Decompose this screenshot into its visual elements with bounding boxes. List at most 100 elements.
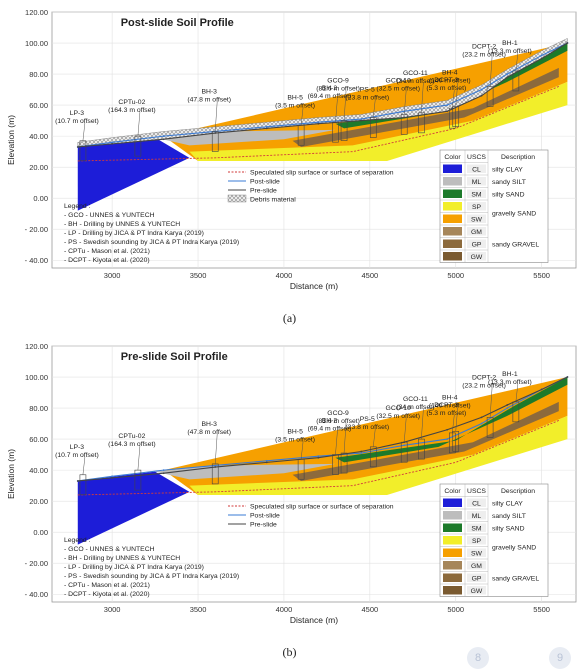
borehole-label: (81.6 m offset) <box>316 418 360 425</box>
x-tick-label: 5500 <box>533 605 550 614</box>
borehole-leader-line <box>373 99 376 118</box>
borehole-label: BH-5 <box>287 428 303 435</box>
borehole-label: GCO-9 <box>327 78 349 85</box>
borehole-label: LP-3 <box>70 110 85 117</box>
borehole-label: (81.6 m offset) <box>316 86 360 93</box>
series-point-pre-slide <box>76 146 79 148</box>
borehole-label: BH-1 <box>502 40 518 47</box>
borehole-leader-line <box>489 56 493 87</box>
legend-note: - PS - Swedish sounding by JICA & PT Ind… <box>64 573 239 580</box>
borehole-label: GCO-11 <box>403 70 428 77</box>
borehole-label: BH-4 <box>442 70 458 77</box>
uscs-color-swatch-sp <box>443 536 462 545</box>
series-point-post-slide <box>265 459 268 462</box>
borehole-label: (3.5 m offset) <box>275 436 315 443</box>
uscs-color-swatch-cl <box>443 498 462 507</box>
legend-line-label: Speculated slip surface or surface of se… <box>250 170 394 177</box>
uscs-description: sandy GRAVEL <box>492 242 539 249</box>
borehole-leader-line <box>335 98 338 123</box>
series-point-pre-slide <box>403 116 406 119</box>
x-axis-label: Distance (m) <box>290 615 338 625</box>
borehole-label: (3.5 m offset) <box>275 102 315 109</box>
y-tick-label: 20.00 <box>29 163 48 172</box>
uscs-code-cell <box>467 189 486 198</box>
borehole-label: BH-4 <box>442 394 458 401</box>
uscs-code-label: ML <box>472 513 482 520</box>
x-tick-label: 5000 <box>447 605 464 614</box>
series-point-post-slide <box>265 125 268 128</box>
legend-note: - DCPT - Kiyota et al. (2020) <box>64 257 150 264</box>
borehole-column <box>452 431 460 452</box>
borehole-label: (140 m offset) <box>429 402 471 409</box>
legend-note: - BH - Drilling by UNNES & YUNTECH <box>64 555 180 562</box>
uscs-code-cell <box>467 573 486 582</box>
uscs-color-swatch-cl <box>443 164 462 173</box>
borehole-leader-line <box>300 107 304 126</box>
uscs-code-label: GP <box>472 576 482 583</box>
uscs-code-label: SM <box>471 526 482 533</box>
uscs-code-cell <box>467 548 486 557</box>
uscs-description: silty CLAY <box>492 501 523 508</box>
uscs-code-cell <box>467 227 486 236</box>
uscs-code-label: GW <box>471 254 483 261</box>
borehole-leader-line <box>421 82 424 113</box>
borehole-label: (32.5 m offset) <box>376 85 420 92</box>
borehole-label: GCO-10 <box>386 405 412 412</box>
uscs-code-cell <box>467 536 486 545</box>
uscs-code-cell <box>467 523 486 532</box>
series-point-pre-slide <box>317 456 320 459</box>
x-tick-label: 3500 <box>190 605 207 614</box>
borehole-label: (5.3 m offset) <box>426 85 466 92</box>
legend-line-label: Pre-slide <box>250 188 277 195</box>
x-tick-label: 3000 <box>104 271 121 280</box>
borehole-leader-line <box>421 409 424 440</box>
uscs-code-label: GM <box>471 563 482 570</box>
borehole-label: (13.3 m offset) <box>488 48 532 55</box>
x-tick-label: 3000 <box>104 605 121 614</box>
borehole-leader-line <box>82 456 86 475</box>
borehole-column <box>449 432 456 454</box>
uscs-code-label: CL <box>472 501 481 508</box>
x-tick-label: 5000 <box>447 271 464 280</box>
uscs-code-label: SW <box>471 217 483 224</box>
y-tick-label: 100.00 <box>25 39 48 48</box>
borehole-label: DCPT-3 <box>434 77 458 84</box>
series-point-post-slide <box>317 455 320 458</box>
borehole-column <box>332 454 339 475</box>
legend-line-label: Debris material <box>250 197 296 204</box>
uscs-description: gravelly SAND <box>492 210 536 217</box>
borehole-leader-line <box>403 90 407 115</box>
y-tick-label: 0.00 <box>33 528 48 537</box>
borehole-leader-line <box>452 90 455 109</box>
legend-line-label: Post-slide <box>250 513 280 520</box>
borehole-label: GCO-11 <box>403 396 428 403</box>
series-point-post-slide <box>480 88 483 91</box>
borehole-label: DCPT-2 <box>472 374 496 381</box>
borehole-label: CPTu-02 <box>118 99 145 106</box>
uscs-code-cell <box>467 177 486 186</box>
uscs-color-swatch-gw <box>443 252 462 261</box>
uscs-color-swatch-sw <box>443 214 462 223</box>
series-point-post-slide <box>162 135 165 138</box>
y-axis-label: Elevation (m) <box>6 115 16 165</box>
borehole-leader-line <box>455 407 458 432</box>
uscs-description: silty SAND <box>492 526 525 533</box>
series-point-post-slide <box>540 54 543 57</box>
y-tick-label: 60.00 <box>29 435 48 444</box>
uscs-table-header: Color <box>444 488 461 495</box>
borehole-label: DCPT-3 <box>434 402 458 409</box>
borehole-leader-line <box>137 112 141 137</box>
uscs-code-label: GP <box>472 242 482 249</box>
uscs-code-label: SP <box>472 538 482 545</box>
borehole-label: PS-5 <box>360 416 375 423</box>
y-axis-label: Elevation (m) <box>6 449 16 499</box>
uscs-code-label: ML <box>472 179 482 186</box>
borehole-label: (23.2 m offset) <box>462 51 506 58</box>
legend-note: - LP - Drilling by JICA & PT Indra Karya… <box>64 230 204 237</box>
uscs-code-cell <box>467 252 486 261</box>
borehole-label: (164.3 m offset) <box>108 441 155 448</box>
y-tick-label: 20.00 <box>29 497 48 506</box>
borehole-leader-line <box>137 446 141 471</box>
y-tick-label: 100.00 <box>25 373 48 382</box>
chart-title: Post-slide Soil Profile <box>121 17 234 29</box>
